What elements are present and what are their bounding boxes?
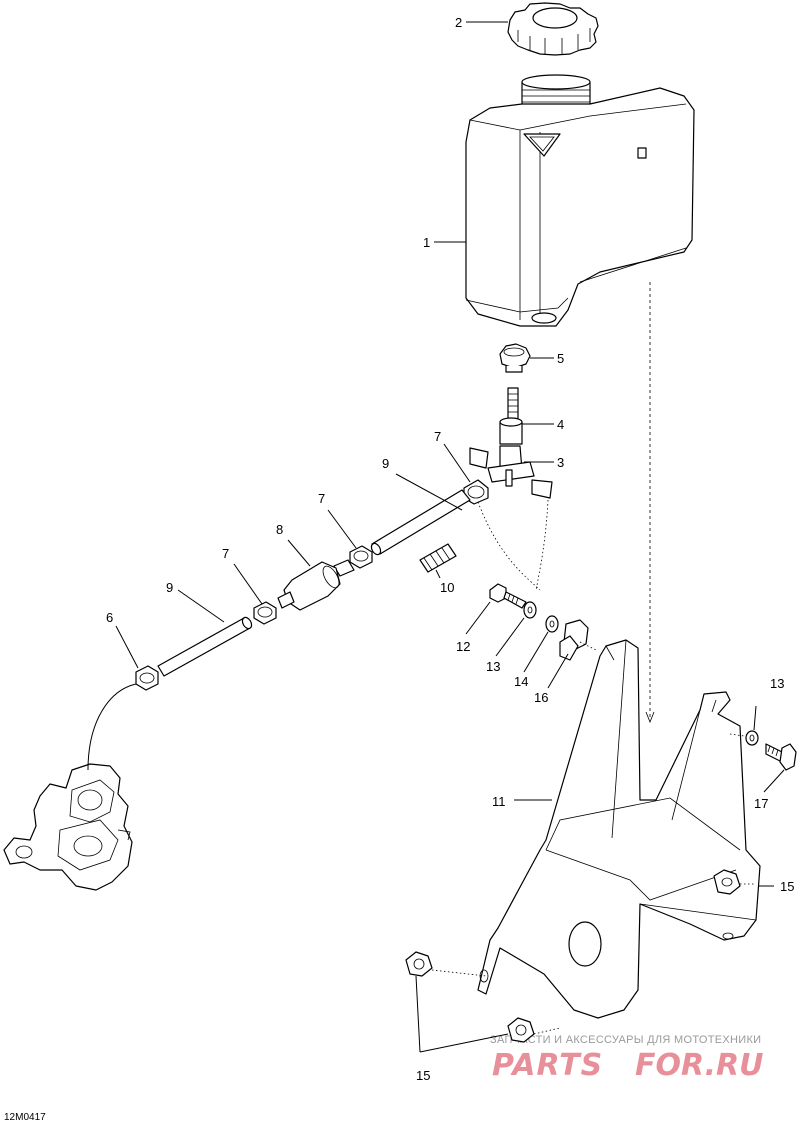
washer-part-a [523,601,537,619]
drawing-code: 12M0417 [4,1112,46,1123]
callout-11: 11 [492,794,506,809]
callout-16: 16 [534,690,548,705]
nut-part-b [405,951,433,977]
callout-4: 4 [557,417,564,432]
callout-2: 2 [455,15,462,30]
callout-10: 10 [440,580,454,595]
callout-7-lower: 7 [222,546,229,561]
fuel-tank-part [465,74,695,327]
nut-part-a [713,869,741,895]
fuel-hose-part-lower [157,616,253,677]
callout-3: 3 [557,455,564,470]
callout-13-right: 13 [770,676,784,691]
watermark-brand: PARTS [492,1048,603,1083]
callout-9-lower: 9 [166,580,173,595]
callout-7-upper: 7 [434,429,441,444]
hose-clamp-part-c [253,601,277,625]
callout-15-right: 15 [780,879,794,894]
fuel-hose-part-upper [370,489,471,556]
hose-clamp-part-b [349,545,373,569]
watermark: ЗАПЧАСТИ И АКСЕССУАРЫ ДЛЯ МОТОТЕХНИКИ PA… [490,1034,764,1083]
watermark-domain: FOR.RU [635,1048,764,1083]
callouts: 2 1 5 4 3 7 9 7 8 7 9 6 10 12 13 14 16 1… [106,15,794,1083]
spring-part [419,543,457,573]
leader-lines [115,21,785,1053]
washer-part-b [545,615,559,633]
callout-9-upper: 9 [382,456,389,471]
fuel-valve-part [469,445,553,499]
carburetor-part [3,763,133,891]
fuel-filter-part [277,559,355,611]
callout-1: 1 [423,235,430,250]
fuel-cap-part [507,2,599,56]
washer-part-c [745,730,759,746]
callout-15-bottom: 15 [416,1068,430,1083]
fuel-line-to-carburetor [87,683,137,771]
callout-8: 8 [276,522,283,537]
callout-13-left: 13 [486,659,500,674]
bolt-part-right [765,743,797,771]
callout-6: 6 [106,610,113,625]
callout-5: 5 [557,351,564,366]
assembly-lines [431,282,756,1035]
callout-17: 17 [754,796,768,811]
hose-clamp-part-d [135,665,159,691]
mounting-bracket-part [477,639,761,1019]
watermark-tagline: ЗАПЧАСТИ И АКСЕССУАРЫ ДЛЯ МОТОТЕХНИКИ [490,1034,761,1046]
grommet-part [499,343,531,373]
callout-14: 14 [514,674,528,689]
bolt-part [489,583,527,609]
callout-12: 12 [456,639,470,654]
outlet-tube-part [499,387,523,445]
callout-7-middle: 7 [318,491,325,506]
clip-part [559,619,589,661]
